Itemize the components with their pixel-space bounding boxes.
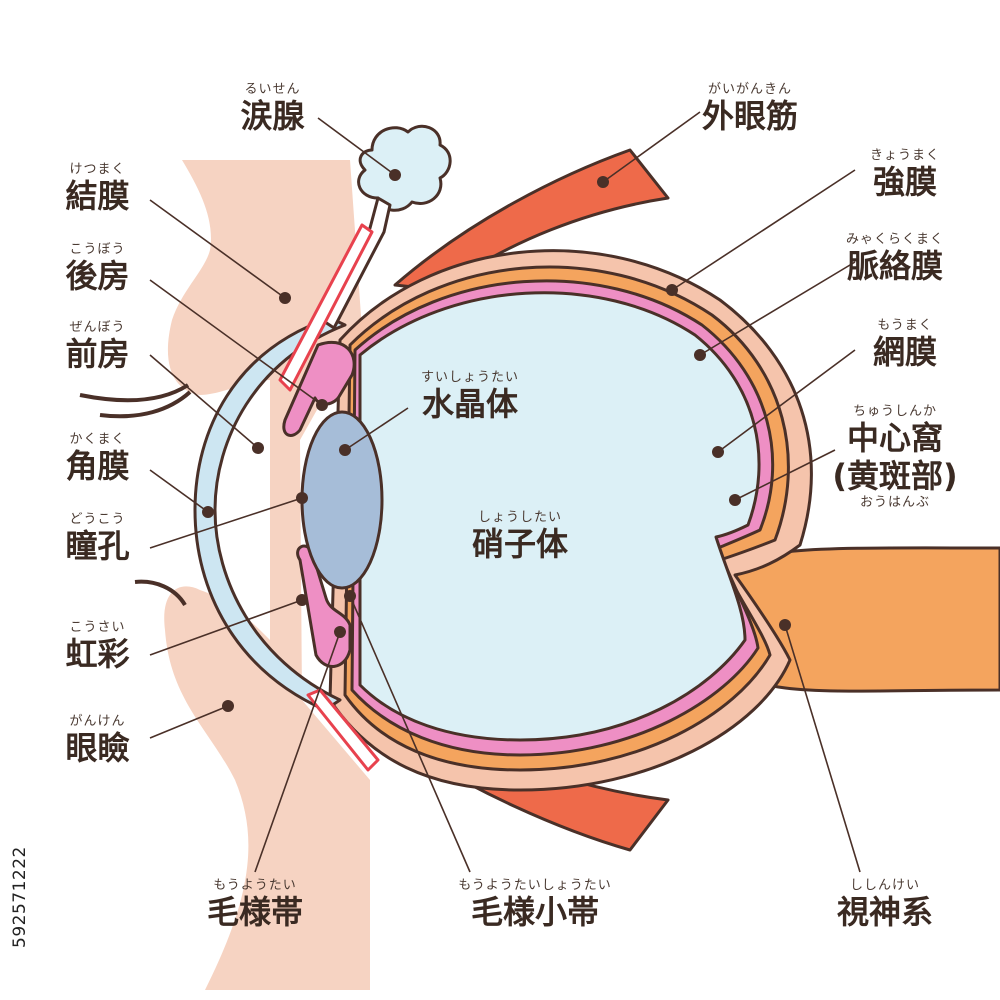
text-retina: 網膜: [872, 333, 937, 371]
ruby-macula: おうはんぶ: [859, 495, 930, 510]
leader-lines: [149, 111, 861, 873]
label-cornea: かくまく 角膜: [50, 432, 145, 485]
text-eyelid: 眼瞼: [65, 729, 130, 767]
lacrimal-gland: [357, 124, 452, 212]
label-extraocular-muscle: がいがんきん 外眼筋: [675, 82, 825, 135]
lower-eyelash: [134, 579, 187, 607]
ruby-sclera: きょうまく: [869, 148, 940, 163]
text-lacrimal-gland: 涙腺: [240, 97, 305, 135]
text-anterior-chamber: 前房: [65, 335, 130, 373]
label-lens: すいしょうたい 水晶体: [400, 370, 540, 423]
label-pupil: どうこう 瞳孔: [50, 512, 145, 565]
text-conjunctiva: 結膜: [65, 177, 130, 215]
label-optic-nerve: ししんけい 視神系: [815, 878, 955, 931]
label-fovea: ちゅうしんか 中心窩 (黄斑部) おうはんぶ: [815, 404, 975, 510]
ruby-optic-nerve: ししんけい: [849, 878, 920, 893]
label-lacrimal-gland: るいせん 涙腺: [225, 82, 320, 135]
stock-image-id-text: 592571222: [10, 846, 30, 948]
ruby-eyelid: がんけん: [69, 714, 126, 729]
ruby-conjunctiva: けつまく: [69, 162, 126, 177]
label-choroid: みゃくらくまく 脈絡膜: [825, 232, 965, 285]
label-zonule: もうようたいしょうたい 毛様小帯: [440, 878, 630, 931]
text-macula: (黄斑部): [832, 457, 958, 495]
ruby-iris: こうさい: [69, 620, 126, 635]
text-choroid: 脈絡膜: [846, 247, 943, 285]
label-retina: もうまく 網膜: [850, 318, 960, 371]
upper-eyelash: [79, 383, 192, 419]
text-cornea: 角膜: [65, 447, 130, 485]
text-optic-nerve: 視神系: [836, 893, 933, 931]
ruby-lens: すいしょうたい: [420, 370, 519, 385]
ruby-posterior-chamber: こうぼう: [69, 242, 126, 257]
ruby-anterior-chamber: ぜんぼう: [69, 320, 126, 335]
text-fovea: 中心窩: [846, 419, 943, 457]
text-ciliary-body: 毛様帯: [206, 893, 303, 931]
leader-dots: [202, 169, 791, 712]
text-sclera: 強膜: [872, 163, 937, 201]
lens-shape: [300, 410, 384, 590]
label-vitreous: しょうしたい 硝子体: [450, 510, 590, 563]
label-anterior-chamber: ぜんぼう 前房: [50, 320, 145, 373]
ruby-cornea: かくまく: [69, 432, 126, 447]
ruby-retina: もうまく: [877, 318, 933, 333]
text-posterior-chamber: 後房: [65, 257, 130, 295]
text-pupil: 瞳孔: [65, 527, 130, 565]
upper-eyelid-rim: [278, 223, 374, 392]
label-sclera: きょうまく 強膜: [850, 148, 960, 201]
ruby-vitreous: しょうしたい: [477, 510, 562, 525]
ruby-choroid: みゃくらくまく: [845, 232, 944, 247]
ruby-pupil: どうこう: [69, 512, 126, 527]
lower-eyelid-rim: [306, 688, 380, 772]
ruby-lacrimal-gland: るいせん: [244, 82, 301, 97]
text-lens: 水晶体: [421, 385, 518, 423]
label-eyelid: がんけん 眼瞼: [50, 714, 145, 767]
ruby-extraocular-muscle: がいがんきん: [707, 82, 792, 97]
vitreous-body: [358, 291, 761, 742]
stock-image-id: 592571222: [2, 770, 38, 950]
text-zonule: 毛様小帯: [470, 893, 599, 931]
label-conjunctiva: けつまく 結膜: [50, 162, 145, 215]
text-vitreous: 硝子体: [471, 525, 568, 563]
ruby-zonule: もうようたいしょうたい: [458, 878, 612, 893]
label-iris: こうさい 虹彩: [50, 620, 145, 673]
text-iris: 虹彩: [65, 635, 130, 673]
ruby-fovea: ちゅうしんか: [852, 404, 937, 419]
label-posterior-chamber: こうぼう 後房: [50, 242, 145, 295]
label-ciliary-body: もうようたい 毛様帯: [185, 878, 325, 931]
text-extraocular-muscle: 外眼筋: [701, 97, 798, 135]
eye-illustration: [79, 124, 1000, 990]
ruby-ciliary-body: もうようたい: [213, 878, 297, 893]
